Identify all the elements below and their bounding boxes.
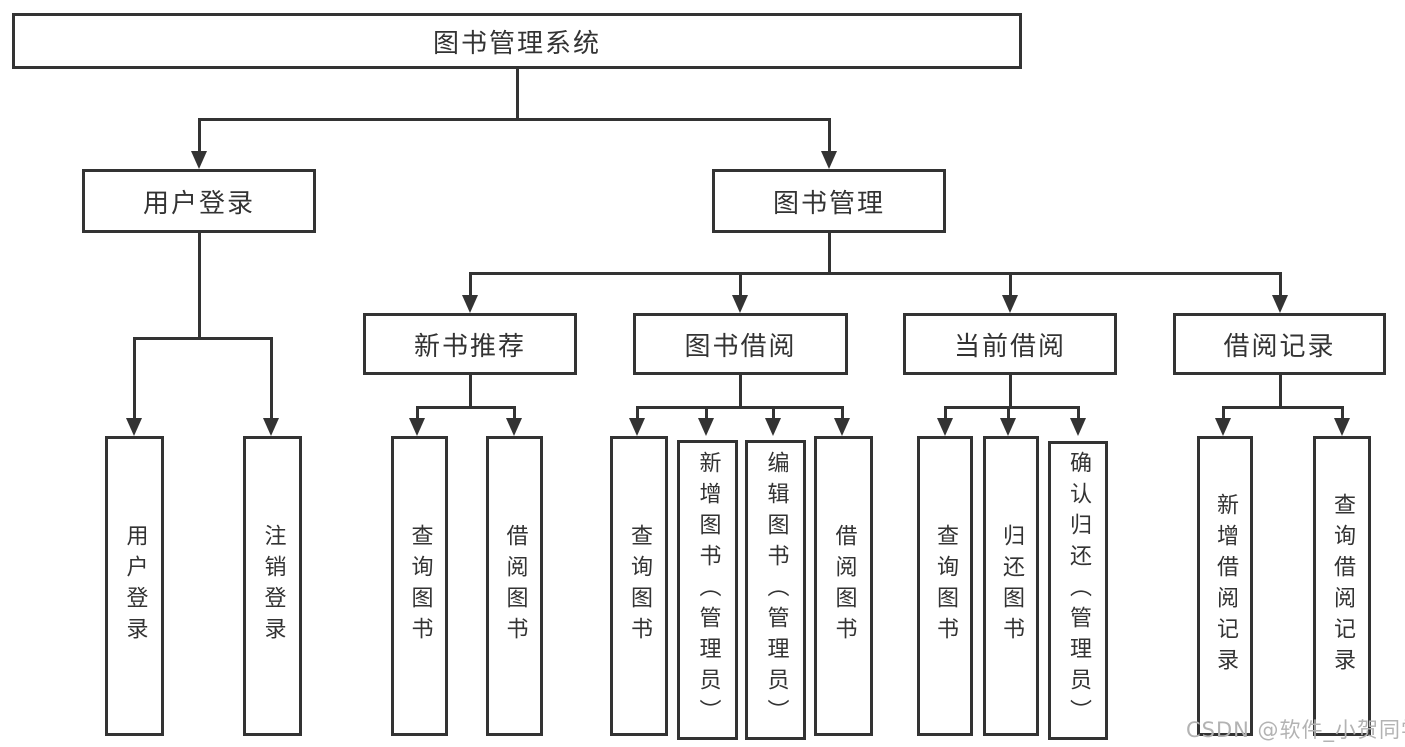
leaf-query-book: 查询图书: [917, 436, 973, 736]
arrow-down-icon: [1002, 295, 1018, 313]
connector-line: [1222, 406, 1344, 409]
leaf-return-book: 归还图书: [983, 436, 1039, 736]
connector-line: [198, 118, 831, 121]
leaf-query-borrow-record: 查询借阅记录: [1313, 436, 1371, 736]
arrow-down-icon: [629, 418, 645, 436]
connector-line: [469, 375, 472, 408]
connector-line: [198, 118, 201, 154]
arrow-down-icon: [462, 295, 478, 313]
node-new-book-recommend: 新书推荐: [363, 313, 577, 375]
connector-line: [636, 406, 639, 421]
leaf-borrow-book: 借阅图书: [814, 436, 873, 736]
connector-line: [944, 406, 947, 421]
arrow-down-icon: [1215, 418, 1231, 436]
arrow-down-icon: [937, 418, 953, 436]
node-user-login: 用户登录: [82, 169, 316, 233]
connector-line: [1007, 406, 1010, 421]
leaf-edit-book-admin: 编辑图书（管理员）: [745, 440, 806, 740]
connector-line: [516, 69, 519, 118]
connector-line: [1279, 272, 1282, 298]
connector-line: [636, 406, 844, 409]
connector-line: [739, 272, 742, 298]
arrow-down-icon: [1070, 418, 1086, 436]
arrow-down-icon: [191, 151, 207, 169]
node-current-borrow: 当前借阅: [903, 313, 1117, 375]
connector-line: [739, 375, 742, 408]
arrow-down-icon: [409, 418, 425, 436]
connector-line: [1077, 406, 1080, 421]
leaf-logout: 注销登录: [243, 436, 302, 736]
leaf-confirm-return-admin: 确认归还（管理员）: [1048, 441, 1108, 740]
arrow-down-icon: [821, 151, 837, 169]
connector-line: [469, 272, 1282, 275]
connector-line: [198, 233, 201, 337]
leaf-add-borrow-record: 新增借阅记录: [1197, 436, 1253, 736]
arrow-down-icon: [834, 418, 850, 436]
arrow-down-icon: [732, 295, 748, 313]
arrow-down-icon: [698, 418, 714, 436]
arrow-down-icon: [1272, 295, 1288, 313]
connector-line: [841, 406, 844, 421]
node-borrow-records: 借阅记录: [1173, 313, 1386, 375]
connector-line: [416, 406, 516, 409]
connector-line: [416, 406, 419, 421]
leaf-query-book: 查询图书: [391, 436, 448, 736]
connector-line: [1341, 406, 1344, 421]
connector-line: [828, 233, 831, 274]
connector-line: [944, 406, 1080, 409]
connector-line: [1009, 272, 1012, 298]
arrow-down-icon: [263, 418, 279, 436]
connector-line: [1222, 406, 1225, 421]
leaf-user-login: 用户登录: [105, 436, 164, 736]
connector-line: [133, 337, 273, 340]
leaf-borrow-book: 借阅图书: [486, 436, 543, 736]
arrow-down-icon: [1334, 418, 1350, 436]
watermark: CSDN @软件_小贺同学: [1186, 718, 1405, 742]
connector-line: [270, 337, 273, 421]
connector-line: [469, 272, 472, 298]
connector-line: [1279, 375, 1282, 408]
connector-line: [133, 337, 136, 421]
leaf-add-book-admin: 新增图书（管理员）: [677, 440, 738, 740]
arrow-down-icon: [1000, 418, 1016, 436]
connector-line: [828, 118, 831, 154]
connector-line: [513, 406, 516, 421]
connector-line: [705, 406, 708, 421]
node-library-system: 图书管理系统: [12, 13, 1022, 69]
leaf-query-book: 查询图书: [610, 436, 668, 736]
arrow-down-icon: [765, 418, 781, 436]
connector-line: [772, 406, 775, 421]
arrow-down-icon: [126, 418, 142, 436]
arrow-down-icon: [506, 418, 522, 436]
connector-line: [1009, 375, 1012, 408]
node-book-management: 图书管理: [712, 169, 946, 233]
node-book-borrow: 图书借阅: [633, 313, 848, 375]
